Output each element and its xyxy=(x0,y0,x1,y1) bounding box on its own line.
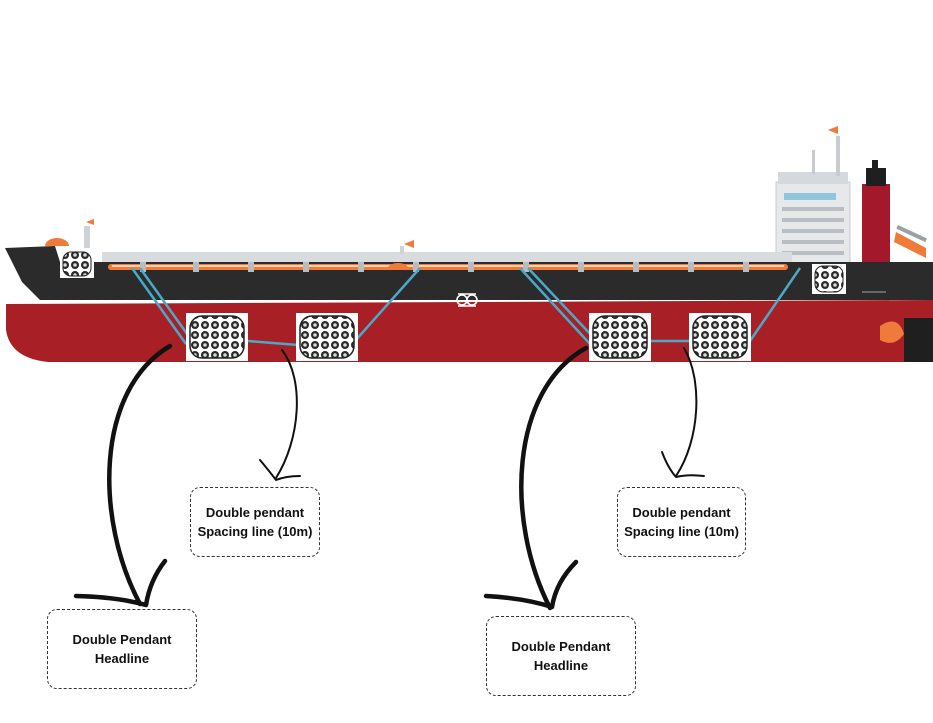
funnel xyxy=(862,160,890,264)
fender-icon xyxy=(60,250,94,278)
arrow-headline-left xyxy=(73,343,173,608)
bridge-superstructure xyxy=(775,126,851,269)
callout-line1: Double Pendant xyxy=(511,639,611,654)
callout-line2: Spacing line (10m) xyxy=(197,524,313,539)
callout-line2: Headline xyxy=(533,658,589,673)
bulbous-bow-symbol xyxy=(456,293,478,307)
ship-icon xyxy=(5,126,933,362)
callout-line2: Spacing line (10m) xyxy=(624,524,739,539)
callout-headline-left: Double Pendant Headline xyxy=(47,609,197,689)
lifeboat xyxy=(894,224,928,258)
hull-red xyxy=(6,300,933,362)
fender-icon xyxy=(689,313,751,361)
arrow-headline-right xyxy=(483,345,589,611)
callout-line2: Headline xyxy=(94,651,150,666)
callout-spacing-line-left: Double pendant Spacing line (10m) xyxy=(190,487,320,557)
fender-icon xyxy=(589,313,651,361)
callout-line1: Double pendant xyxy=(205,505,305,520)
deck-pipe-grey xyxy=(102,252,792,262)
fender-icon xyxy=(296,313,358,361)
fender-icon xyxy=(812,264,846,294)
fender-icon xyxy=(186,313,248,361)
callout-line1: Double Pendant xyxy=(72,632,172,647)
callout-line1: Double pendant xyxy=(632,505,731,520)
arrow-spacing-right xyxy=(661,347,705,478)
callout-headline-right: Double Pendant Headline xyxy=(486,616,636,696)
arrow-spacing-left xyxy=(259,349,301,481)
callout-spacing-line-right: Double pendant Spacing line (10m) xyxy=(617,487,746,557)
pendant-lines xyxy=(130,267,802,347)
hull-black xyxy=(5,246,933,300)
